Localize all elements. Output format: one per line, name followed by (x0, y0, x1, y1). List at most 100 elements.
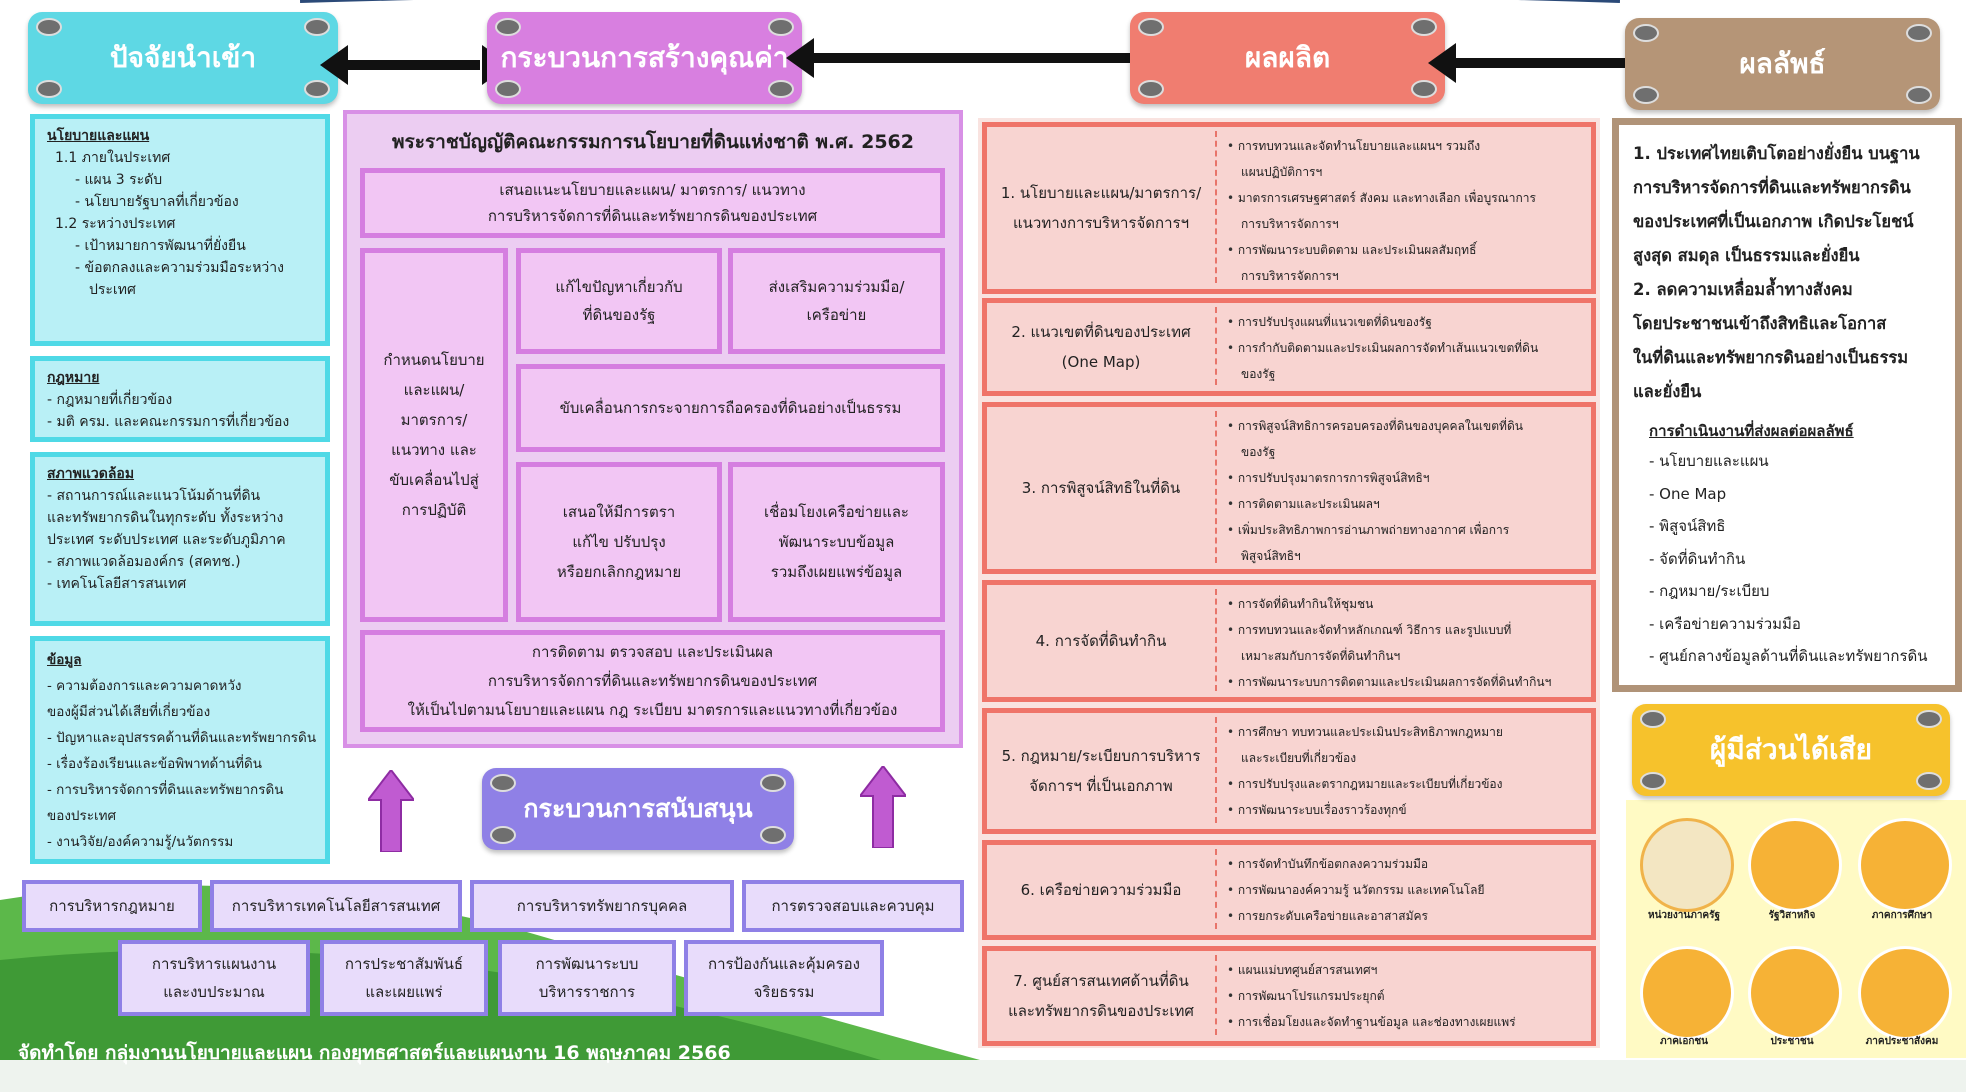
support-item: การบริหารทรัพยากรบุคคล (470, 880, 734, 932)
list-item: - เทคโนโลยีสารสนเทศ (47, 576, 187, 592)
text-line: เสนอให้มีการตรา (562, 503, 676, 521)
text-line: ขับเคลื่อนไปสู่ (389, 471, 479, 489)
stakeholders-banner-label: ผู้มีส่วนได้เสีย (1709, 733, 1873, 766)
stakeholder-label: หน่วยงานภาครัฐ (1647, 910, 1721, 921)
text-line: การบริหารจัดการที่ดินและทรัพยากรดินของปร… (487, 207, 818, 225)
stakeholder-label: ภาคการศึกษา (1871, 910, 1933, 921)
bullet-line: การพัฒนาระบบเรื่องราวร้องทุกข์ (1227, 797, 1593, 823)
bullet-line: พิสูจน์สิทธิฯ (1241, 549, 1301, 563)
list-item: - สถานการณ์และแนวโน้มด้านที่ดิน (47, 488, 261, 504)
output-row-6: 6. เครือข่ายความร่วมมือ การจัดทำบันทึกข้… (982, 840, 1596, 940)
text-line: 6. เครือข่ายความร่วมมือ (1020, 881, 1182, 899)
output-bullets: การทบทวนและจัดทำนโยบายและแผนฯ รวมถึง แผน… (1227, 133, 1593, 289)
support-label: การบริหารทรัพยากรบุคคล (516, 897, 688, 915)
bullet-line: เพิ่มประสิทธิภาพการอ่านภาพถ่ายทางอากาศ เ… (1227, 517, 1593, 543)
support-label: การประชาสัมพันธ์ (344, 955, 464, 973)
inputs-environment-title: สภาพแวดล้อม (47, 466, 135, 482)
support-label: บริหารราชการ (538, 983, 636, 1001)
divider (1215, 849, 1217, 929)
text-line: (One Map) (1061, 353, 1141, 371)
output-title: 1. นโยบายและแผน/มาตรการ/ แนวทางการบริหาร… (987, 127, 1215, 289)
text-line: การบริหารจัดการที่ดินและทรัพยากรดินของปร… (487, 671, 818, 690)
support-item: การบริหารแผนงานและงบประมาณ (118, 940, 310, 1016)
text-line: แก้ไข ปรับปรุง (572, 533, 666, 551)
inputs-policy-box: นโยบายและแผน 1.1 ภายในประเทศ - แผน 3 ระด… (30, 114, 330, 346)
government-agency-icon (1640, 818, 1734, 912)
outputs-banner-label: ผลผลิต (1244, 41, 1331, 74)
divider (1215, 955, 1217, 1035)
text-line: การติดตาม ตรวจสอบ และประเมินผล (531, 642, 774, 661)
output-row-3: 3. การพิสูจน์สิทธิในที่ดิน การพิสูจน์สิท… (982, 402, 1596, 574)
footer-text: จัดทำโดย กลุ่มงานนโยบายและแผน กองยุทธศาส… (18, 1042, 731, 1064)
list-item: ประเทศ ระดับประเทศ และระดับภูมิภาค (47, 532, 286, 548)
list-item: - เครือข่ายความร่วมมือ (1649, 614, 1801, 633)
support-label: การป้องกันและคุ้มครอง (707, 955, 860, 973)
text-line: ที่ดินของรัฐ (582, 306, 656, 324)
arrow-inputs-process (345, 60, 480, 70)
list-item: 1.1 ภายในประเทศ (55, 150, 171, 166)
text-line: มาตรการ/ (400, 411, 468, 429)
bullet-line: เหมาะสมกับการจัดที่ดินทำกินฯ (1241, 649, 1401, 663)
outcomes-ops-title: การดำเนินงานที่ส่งผลต่อผลลัพธ์ (1649, 422, 1854, 440)
inputs-environment-box: สภาพแวดล้อม - สถานการณ์และแนวโน้มด้านที่… (30, 452, 330, 626)
outcomes-banner: ผลลัพธ์ (1625, 18, 1940, 110)
outcome-line: โดยประชาชนเข้าถึงสิทธิและโอกาส (1633, 314, 1887, 333)
bullet-line: การกำกับติดตามและประเมินผลการจัดทำเส้นแน… (1227, 335, 1593, 361)
text-line: แก้ไขปัญหาเกี่ยวกับ (555, 278, 683, 296)
support-item: การบริหารเทคโนโลยีสารสนเทศ (210, 880, 462, 932)
bullet-line: การพัฒนาระบบติดตาม และประเมินผลสัมฤทธิ์ (1227, 237, 1593, 263)
inputs-data-box: ข้อมูล - ความต้องการและความคาดหวัง ของผู… (30, 636, 330, 864)
text-line: กำหนดนโยบาย (383, 351, 485, 369)
arrowheads-2 (786, 38, 1158, 78)
support-label: การพัฒนาระบบ (535, 955, 639, 973)
divider (1215, 717, 1217, 823)
bullet-line: การยกระดับเครือข่ายและอาสาสมัคร (1227, 903, 1593, 929)
arrow-outputs-outcomes (1452, 58, 1632, 68)
inputs-law-box: กฎหมาย - กฎหมายที่เกี่ยวข้อง - มติ ครม. … (30, 356, 330, 442)
output-bullets: แผนแม่บทศูนย์สารสนเทศฯ การพัฒนาโปรแกรมปร… (1227, 957, 1593, 1035)
bullet-line: การจัดทำบันทึกข้อตกลงความร่วมมือ (1227, 851, 1593, 877)
text-line: 5. กฎหมาย/ระเบียบการบริหาร (1001, 747, 1201, 765)
inputs-banner-label: ปัจจัยนำเข้า (109, 41, 257, 74)
list-item: - กฎหมาย/ระเบียบ (1649, 582, 1770, 600)
output-title: 5. กฎหมาย/ระเบียบการบริหาร จัดการฯ ที่เป… (987, 713, 1215, 829)
state-enterprise-icon (1748, 818, 1842, 912)
bullet-line: การพัฒนาระบบการติดตามและประเมินผลการจัดท… (1227, 669, 1593, 695)
bullet-line: มาตรการเศรษฐศาสตร์ สังคม และทางเลือก เพื… (1227, 185, 1593, 211)
text-line: พัฒนาระบบข้อมูล (778, 533, 895, 551)
list-item: 1.2 ระหว่างประเทศ (55, 216, 176, 232)
text-line: และแผน/ (403, 381, 465, 399)
outcome-line: สูงสุด สมดุล เป็นธรรมและยั่งยืน (1633, 246, 1860, 265)
outcome-line: ของประเทศที่เป็นเอกภาพ เกิดประโยชน์ (1633, 212, 1914, 231)
bullet-line: การทบทวนและจัดทำนโยบายและแผนฯ รวมถึง (1227, 133, 1593, 159)
process-propose-law: เสนอให้มีการตรา แก้ไข ปรับปรุง หรือยกเลิ… (516, 462, 722, 622)
list-item: - ข้อตกลงและความร่วมมือระหว่าง (75, 260, 284, 276)
process-monitor: การติดตาม ตรวจสอบ และประเมินผล การบริหาร… (360, 630, 945, 732)
civil-society-icon (1858, 946, 1952, 1040)
arrowheads-3 (1428, 43, 1656, 83)
bullet-line: การพัฒนาองค์ความรู้ นวัตกรรม และเทคโนโลย… (1227, 877, 1593, 903)
bullet-line: การศึกษา ทบทวนและประเมินประสิทธิภาพกฎหมา… (1227, 719, 1593, 745)
stakeholder-label: ภาคเอกชน (1660, 1036, 1708, 1047)
text-line: แนวทาง และ (391, 441, 477, 459)
bullet-line: การติดตามและประเมินผลฯ (1227, 491, 1593, 517)
output-row-2: 2. แนวเขตที่ดินของประเทศ (One Map) การปร… (982, 298, 1596, 396)
output-bullets: การจัดที่ดินทำกินให้ชุมชน การทบทวนและจัด… (1227, 591, 1593, 695)
text-line: เชื่อมโยงเครือข่ายและ (764, 503, 909, 521)
list-item: - จัดที่ดินทำกิน (1649, 549, 1746, 568)
bullet-line: การจัดที่ดินทำกินให้ชุมชน (1227, 591, 1593, 617)
process-title-text: พระราชบัญญัติคณะกรรมการนโยบายที่ดินแห่งช… (392, 131, 914, 153)
divider (1215, 307, 1217, 385)
support-banner-label: กระบวนการสนับสนุน (523, 794, 753, 823)
support-label: จริยธรรม (753, 983, 815, 1001)
support-label: และงบประมาณ (163, 983, 265, 1001)
bullet-line: แผนแม่บทศูนย์สารสนเทศฯ (1227, 957, 1593, 983)
arrowheads-1 (320, 45, 510, 85)
process-propose-policy: เสนอแนะนโยบายและแผน/ มาตรการ/ แนวทาง การ… (360, 168, 945, 238)
list-item: ของประเทศ (47, 808, 117, 824)
output-row-5: 5. กฎหมาย/ระเบียบการบริหาร จัดการฯ ที่เป… (982, 708, 1596, 834)
stakeholders-banner: ผู้มีส่วนได้เสีย (1632, 704, 1950, 796)
output-bullets: การจัดทำบันทึกข้อตกลงความร่วมมือ การพัฒน… (1227, 851, 1593, 929)
process-promote-network: ส่งเสริมความร่วมมือ/ เครือข่าย (728, 248, 945, 354)
list-item: และทรัพยากรดินในทุกระดับ ทั้งระหว่าง (47, 510, 284, 526)
